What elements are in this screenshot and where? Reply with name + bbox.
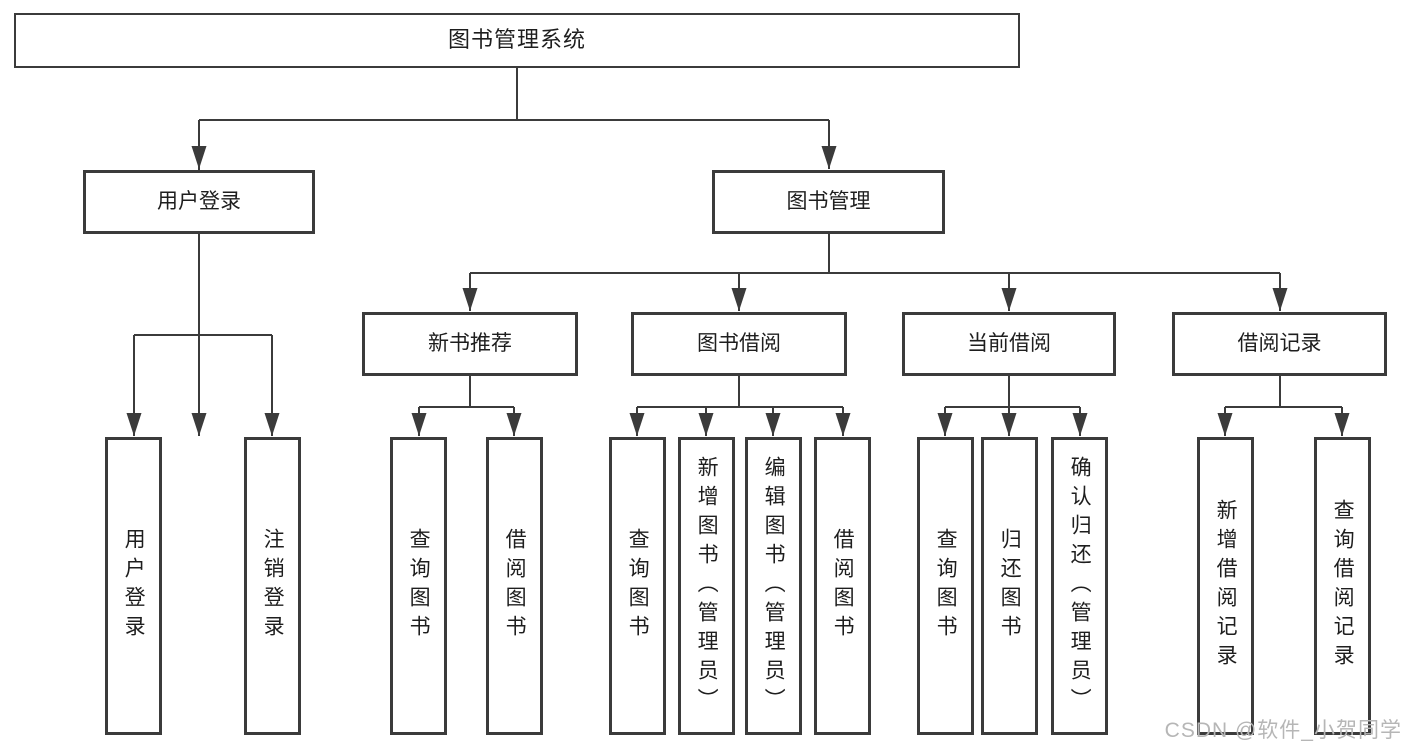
leaf-user-login: 用户登录 [105, 437, 162, 735]
node-root: 图书管理系统 [14, 13, 1020, 68]
connector-borrowing-records-branch [1217, 376, 1350, 436]
node-new-book-recommend: 新书推荐 [362, 312, 578, 376]
node-user-login: 用户登录 [83, 170, 315, 234]
connector-root-to-level2 [191, 68, 837, 436]
leaf-edit-books-admin: 编辑图书（管理员） [745, 437, 802, 735]
node-borrowing-records: 借阅记录 [1172, 312, 1387, 376]
csdn-watermark: CSDN @软件_小贺同学 [1164, 719, 1402, 742]
leaf-borrow-books-recommend: 借阅图书 [486, 437, 543, 735]
leaf-query-books-current: 查询图书 [917, 437, 974, 735]
leaf-return-books: 归还图书 [981, 437, 1038, 735]
connector-book-borrowing-branch [629, 376, 851, 436]
node-book-management: 图书管理 [712, 170, 945, 234]
leaf-confirm-return-admin: 确认归还（管理员） [1051, 437, 1108, 735]
leaf-query-books-borrowing: 查询图书 [609, 437, 666, 735]
node-current-borrowing: 当前借阅 [902, 312, 1116, 376]
connector-book-management-branch [462, 234, 1288, 311]
connector-current-borrowing-branch [937, 376, 1088, 436]
leaf-query-books-recommend: 查询图书 [390, 437, 447, 735]
leaf-add-books-admin: 新增图书（管理员） [678, 437, 735, 735]
node-book-borrowing: 图书借阅 [631, 312, 847, 376]
leaf-borrow-books: 借阅图书 [814, 437, 871, 735]
connector-new-book-recommend-branch [411, 376, 522, 436]
leaf-logout: 注销登录 [244, 437, 301, 735]
leaf-add-borrow-record: 新增借阅记录 [1197, 437, 1254, 735]
leaf-query-borrow-record: 查询借阅记录 [1314, 437, 1371, 735]
connector-user-login-branch [126, 234, 280, 436]
